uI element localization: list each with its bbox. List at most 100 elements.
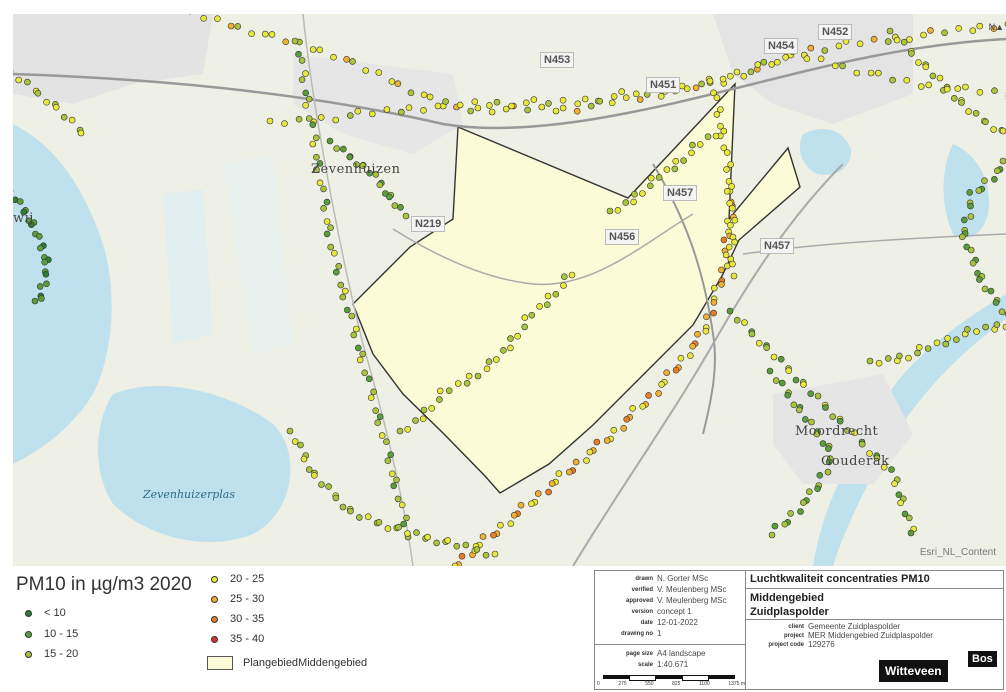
- measurement-point: [713, 111, 721, 118]
- measurement-point: [309, 46, 317, 53]
- meta-value: concept 1: [657, 607, 692, 616]
- measurement-point: [305, 115, 313, 122]
- measurement-point: [803, 55, 811, 63]
- measurement-point: [593, 438, 601, 446]
- measurement-point: [391, 202, 399, 209]
- measurement-point: [545, 100, 552, 107]
- measurement-point: [374, 419, 382, 427]
- measurement-point: [488, 108, 496, 116]
- measurement-point: [960, 216, 968, 224]
- map-subtitle-1: Middengebied: [750, 592, 824, 604]
- measurement-point: [574, 100, 582, 108]
- measurement-point: [318, 481, 325, 488]
- measurement-point: [886, 27, 894, 35]
- title-block-info: Luchtkwaliteit concentraties PM10 Midden…: [746, 571, 1003, 689]
- measurement-point: [412, 417, 419, 424]
- measurement-point: [368, 110, 376, 118]
- map-view[interactable]: N453 N451 N457 N456 N219 N457 N454 N452 …: [13, 14, 1006, 566]
- measurement-point: [784, 391, 792, 399]
- measurement-point: [954, 85, 962, 92]
- measurement-point: [703, 313, 710, 321]
- measurement-point: [339, 293, 347, 301]
- measurement-point: [359, 162, 367, 169]
- measurement-point: [702, 327, 710, 335]
- road-label: N457: [760, 238, 795, 254]
- measurement-point: [839, 62, 846, 70]
- measurement-point: [889, 76, 896, 84]
- measurement-point: [43, 280, 50, 288]
- measurement-point: [521, 323, 529, 331]
- measurement-point: [927, 27, 934, 34]
- measurement-point: [981, 177, 988, 184]
- measurement-point: [362, 67, 370, 74]
- measurement-point: [874, 69, 882, 77]
- measurement-point: [544, 292, 552, 300]
- measurement-point: [268, 31, 276, 38]
- measurement-point: [873, 454, 881, 462]
- measurement-point: [851, 429, 859, 437]
- measurement-point: [471, 98, 479, 105]
- zevenhuizerplas-water: [98, 385, 291, 543]
- company-logo-box: Bos: [968, 651, 997, 667]
- measurement-point: [485, 358, 493, 365]
- measurement-point: [372, 407, 380, 415]
- measurement-point: [402, 212, 410, 220]
- road-label: N454: [764, 38, 799, 54]
- measurement-point: [731, 238, 738, 246]
- measurement-point: [905, 514, 913, 522]
- measurement-point: [346, 153, 354, 161]
- measurement-point: [629, 404, 637, 412]
- project-value: MER Middengebied Zuidplaspolder: [808, 631, 933, 640]
- measurement-point: [312, 134, 320, 142]
- legend-item: 20 - 25: [211, 573, 264, 585]
- measurement-point: [821, 47, 829, 54]
- measurement-point: [903, 76, 911, 84]
- measurement-point: [545, 488, 552, 496]
- measurement-point: [725, 243, 733, 251]
- measurement-point: [350, 331, 358, 339]
- measurement-point: [325, 483, 332, 490]
- measurement-point: [426, 93, 434, 101]
- measurement-point: [596, 97, 604, 105]
- measurement-point: [698, 80, 705, 88]
- measurement-point: [305, 95, 313, 103]
- measurement-point: [822, 404, 829, 411]
- measurement-point: [896, 352, 903, 360]
- measurement-point: [559, 104, 567, 112]
- measurement-point: [727, 161, 735, 168]
- measurement-point: [320, 205, 327, 212]
- measurement-point: [586, 448, 594, 456]
- legend-dot-icon: [25, 650, 32, 658]
- measurement-point: [953, 336, 960, 344]
- measurement-point: [622, 199, 630, 206]
- measurement-point: [998, 308, 1006, 316]
- measurement-point: [778, 379, 786, 387]
- road-label: N452: [818, 24, 853, 40]
- measurement-point: [352, 325, 360, 333]
- measurement-point: [453, 542, 461, 550]
- road-label: N451: [646, 77, 681, 93]
- measurement-point: [658, 381, 665, 388]
- company-logo: Witteveen: [879, 660, 948, 682]
- legend-item-plangebied: PlangebiedMiddengebied: [207, 656, 367, 670]
- measurement-point: [891, 480, 898, 488]
- legend-item: 10 - 15: [25, 628, 78, 640]
- legend-label: 20 - 25: [230, 573, 265, 585]
- measurement-point: [445, 387, 453, 395]
- measurement-point: [538, 103, 546, 111]
- measurement-point: [884, 355, 892, 362]
- place-label-moordrecht: Moordrecht: [795, 424, 879, 439]
- measurement-point: [1002, 323, 1006, 331]
- measurement-point: [474, 104, 482, 112]
- meta-key: drawn: [635, 576, 653, 582]
- measurement-point: [726, 72, 734, 80]
- measurement-point: [901, 510, 909, 518]
- measurement-point: [28, 221, 35, 228]
- measurement-point: [467, 107, 475, 115]
- road-label: N457: [663, 185, 698, 201]
- map-subtitle-2: Zuidplaspolder: [750, 606, 829, 618]
- measurement-point: [800, 499, 807, 506]
- measurement-point: [754, 61, 762, 68]
- measurement-point: [361, 369, 369, 377]
- measurement-point: [962, 83, 969, 91]
